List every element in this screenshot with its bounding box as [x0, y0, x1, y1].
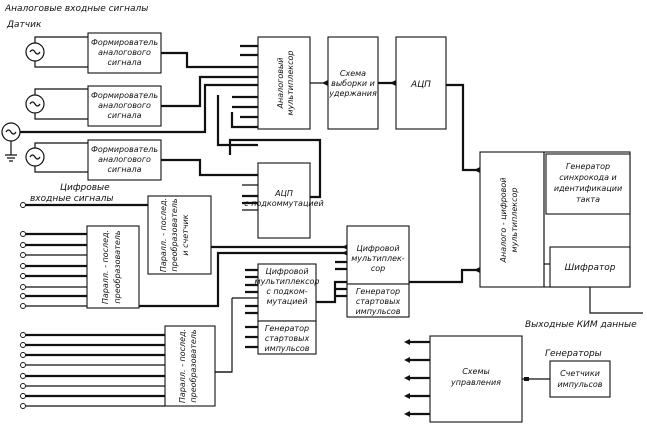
svg-text:преобразователь: преобразователь [170, 198, 179, 272]
svg-text:Аналоговый: Аналоговый [276, 58, 285, 110]
svg-text:такта: такта [576, 195, 600, 204]
svg-text:Шифратор: Шифратор [565, 263, 616, 273]
svg-text:Цифровой: Цифровой [356, 244, 399, 253]
svg-text:импульсов: импульсов [264, 344, 309, 353]
svg-text:мультиплек-: мультиплек- [351, 254, 405, 263]
svg-text:мультиплексор: мультиплексор [255, 277, 320, 286]
svg-text:АЦП: АЦП [410, 80, 431, 90]
digital-multiplexer: Цифровой мультиплек- сор [346, 225, 410, 285]
svg-text:и счетчик: и счетчик [181, 214, 190, 255]
sync-code-generator: Генератор синхрокода и идентификации так… [545, 153, 631, 215]
svg-text:Цифровой: Цифровой [265, 267, 308, 276]
svg-text:мультиплексор: мультиплексор [286, 51, 295, 116]
digital-mux-subcommutation: Цифровой мультиплексор с подком- мутацие… [255, 263, 320, 322]
analog-inputs-label: Аналоговые входные сигналы [4, 4, 148, 14]
par-ser-converter-1: Паралл. - послед. преобразователь [86, 225, 140, 309]
digital-inputs-label-2: входные сигналы [30, 194, 114, 204]
par-ser-converter-counter: Паралл. - послед. преобразователь и счет… [147, 195, 212, 275]
digital-inputs-group-2 [20, 332, 165, 409]
svg-text:Формирователь: Формирователь [91, 145, 158, 154]
svg-text:Генератор: Генератор [356, 287, 400, 296]
svg-text:Формирователь: Формирователь [91, 91, 158, 100]
digital-inputs-group-1 [20, 231, 87, 309]
sensor-label: Датчик [6, 20, 42, 30]
svg-text:мутацией: мутацией [266, 297, 307, 306]
svg-text:сигнала: сигнала [108, 165, 142, 174]
control-circuits: Схемы управления [429, 335, 523, 423]
pulse-counters: Счетчики импульсов [549, 360, 611, 398]
sensor-1 [25, 36, 88, 68]
sensor-2 [25, 88, 88, 120]
svg-text:выборки и: выборки и [331, 79, 375, 88]
svg-text:идентификации: идентификации [554, 184, 622, 193]
adc: АЦП [395, 36, 447, 130]
svg-text:Схема: Схема [340, 69, 366, 78]
svg-text:АЦП: АЦП [274, 189, 293, 198]
svg-text:аналогового: аналогового [98, 155, 151, 164]
svg-text:удержания: удержания [328, 89, 377, 98]
svg-text:Паралл. - послед.: Паралл. - послед. [101, 230, 110, 304]
svg-text:преобразователь: преобразователь [189, 329, 198, 403]
ground-icon [5, 154, 17, 162]
analog-multiplexer: Аналоговый мультиплексор [257, 36, 311, 130]
start-pulse-generator-sub: Генератор стартовых импульсов [257, 320, 317, 355]
sample-hold-circuit: Схема выборки и удержания [327, 36, 379, 130]
digital-mux-sub-inputs [245, 268, 258, 349]
svg-text:стартовых: стартовых [265, 334, 310, 343]
svg-text:Схемы: Схемы [462, 367, 490, 376]
svg-text:импульсов: импульсов [557, 380, 602, 389]
svg-text:Паралл. - послед.: Паралл. - послед. [159, 198, 168, 272]
svg-text:сор: сор [371, 264, 385, 273]
control-outputs [404, 339, 430, 417]
digital-inputs-label: Цифровые [60, 183, 110, 193]
analog-mux-inputs [232, 44, 258, 119]
sensor-4 [25, 142, 88, 173]
svg-text:Счетчики: Счетчики [560, 369, 600, 378]
svg-text:сигнала: сигнала [108, 111, 142, 120]
svg-text:Паралл. - послед.: Паралл. - послед. [178, 329, 187, 403]
svg-text:с подком-: с подком- [266, 287, 307, 296]
analog-former-2: Формирователь аналогового сигнала [87, 85, 162, 127]
output-label: Выходные КИМ данные [525, 320, 637, 330]
svg-text:стартовых: стартовых [356, 297, 401, 306]
svg-text:импульсов: импульсов [355, 307, 400, 316]
encoder: Шифратор [549, 246, 631, 288]
svg-text:Аналого - цифровой: Аналого - цифровой [499, 178, 508, 264]
svg-text:Генератор: Генератор [566, 162, 610, 171]
analog-former-1: Формирователь аналогового сигнала [87, 32, 162, 74]
analog-former-3: Формирователь аналогового сигнала [87, 139, 162, 181]
start-pulse-generator: Генератор стартовых импульсов [346, 283, 410, 318]
svg-text:синхрокода и: синхрокода и [559, 173, 616, 182]
svg-text:Формирователь: Формирователь [91, 38, 158, 47]
svg-text:Генератор: Генератор [265, 324, 309, 333]
svg-text:мультиплексор: мультиплексор [510, 188, 519, 253]
svg-text:преобразователь: преобразователь [113, 230, 122, 304]
svg-text:аналогового: аналогового [98, 48, 151, 57]
svg-text:с подкоммутацией: с подкоммутацией [244, 199, 323, 208]
adc-subcommutation: АЦП с подкоммутацией [244, 162, 324, 239]
svg-text:аналогового: аналогового [98, 101, 151, 110]
svg-text:управления: управления [450, 378, 501, 387]
svg-text:сигнала: сигнала [108, 58, 142, 67]
par-ser-converter-2: Паралл. - послед. преобразователь [164, 325, 216, 407]
generators-label: Генераторы [545, 349, 602, 359]
sensor-3-direct [1, 83, 258, 162]
